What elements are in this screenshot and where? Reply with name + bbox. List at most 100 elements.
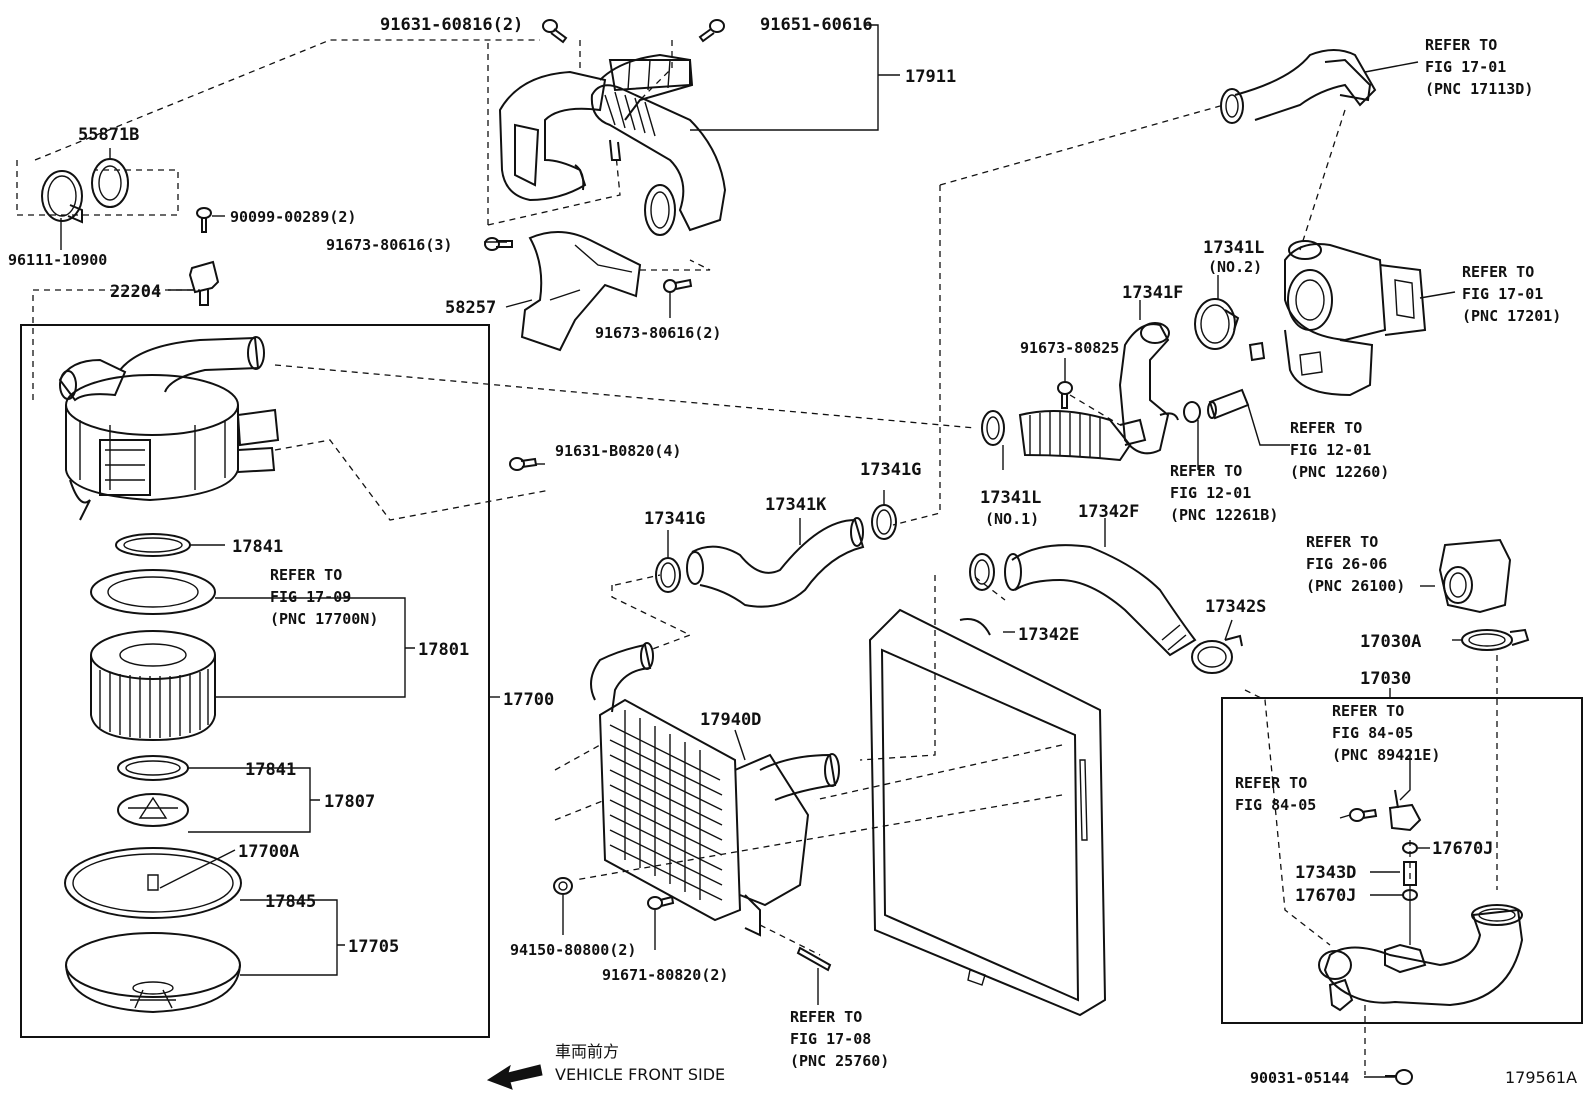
hose-17341k [686, 517, 865, 608]
label-17341l-no1-sub: (NO.1) [985, 510, 1039, 528]
refer-1201b-l2: FIG 12-01 [1170, 484, 1251, 502]
label-17343d: 17343D [1295, 863, 1356, 883]
refer-1708-l1: REFER TO [790, 1008, 862, 1026]
label-17845: 17845 [265, 892, 316, 912]
bolt-91673-80616-2 [663, 278, 693, 293]
front-marker-english: VEHICLE FRONT SIDE [555, 1065, 725, 1084]
bolt-91671 [647, 895, 675, 910]
air-cleaner-group-box [20, 324, 490, 1038]
intake-pipe-17030 [1318, 904, 1524, 1012]
label-94150: 94150-80800(2) [510, 941, 636, 959]
clamp-17341l-no2 [1194, 298, 1240, 350]
label-91631-b0820: 91631-B0820(4) [555, 442, 681, 460]
refer-2606-l1: REFER TO [1306, 533, 1378, 551]
refer-1708-l3: (PNC 25760) [790, 1052, 889, 1070]
label-17342f: 17342F [1078, 502, 1139, 522]
bolt-91673-80825 [1057, 381, 1073, 409]
filter-seal-plate [90, 569, 216, 615]
refer-1201a-l2: FIG 12-01 [1290, 441, 1371, 459]
label-17841-lower: 17841 [245, 760, 296, 780]
label-17700a: 17700A [238, 842, 299, 862]
dash-cleaner-to-hose [274, 364, 976, 429]
outlet-pipe-17113d [1220, 49, 1377, 124]
refer-2606-l3: (PNC 26100) [1306, 577, 1405, 595]
label-17700: 17700 [503, 690, 554, 710]
label-22204: 22204 [110, 282, 161, 302]
refer-1701b-l2: FIG 17-01 [1462, 285, 1543, 303]
bolt-91651-60616 [698, 19, 725, 43]
label-17670j-upper: 17670J [1432, 839, 1493, 859]
label-17670j-lower: 17670J [1295, 886, 1356, 906]
refer-1201b-l1: REFER TO [1170, 462, 1242, 480]
label-17341g-left: 17341G [644, 509, 705, 529]
refer-1201a-l3: (PNC 12260) [1290, 463, 1389, 481]
refer-1701b-l3: (PNC 17201) [1462, 307, 1561, 325]
hose-17343d [1403, 861, 1417, 886]
label-17801: 17801 [418, 640, 469, 660]
label-96111: 96111-10900 [8, 251, 107, 269]
dash-22204-link [32, 289, 200, 400]
pipe-group-box-17030 [1221, 697, 1583, 1024]
refer-8405a-l3: (PNC 89421E) [1332, 746, 1440, 764]
pipe-17341f [1118, 322, 1179, 455]
air-guide-58257 [520, 230, 642, 352]
refer-1708-l2: FIG 17-08 [790, 1030, 871, 1048]
bolt-91631-60816 [542, 19, 568, 44]
hose-bellows [1018, 410, 1147, 462]
label-17341l-no2-sub: (NO.2) [1208, 258, 1262, 276]
refer-1201a-l1: REFER TO [1290, 419, 1362, 437]
valve-assembly [117, 793, 189, 827]
sensor-22204 [168, 260, 220, 306]
label-91651-60616: 91651-60616 [760, 15, 873, 35]
hose-12260 [1207, 388, 1250, 420]
radiator [868, 608, 1107, 1017]
vsv-sensor-89421e [1388, 789, 1422, 832]
clamp-96111 [41, 170, 83, 224]
refer-8405b-l2: FIG 84-05 [1235, 796, 1316, 814]
bolt-90031 [1385, 1069, 1413, 1085]
vehicle-front-marker: 車両前方 VEHICLE FRONT SIDE [486, 1042, 725, 1090]
label-17342e: 17342E [1018, 625, 1079, 645]
diagram-id-code: 179561A [1505, 1068, 1577, 1087]
label-91631-60816: 91631-60816(2) [380, 15, 523, 35]
air-filter-element [90, 630, 216, 742]
label-55871b: 55871B [78, 125, 139, 145]
refer-8405a-l1: REFER TO [1332, 702, 1404, 720]
bottom-cap [65, 932, 241, 1014]
label-90031: 90031-05144 [1250, 1069, 1349, 1087]
refer-8405b-l1: REFER TO [1235, 774, 1307, 792]
label-17030: 17030 [1360, 669, 1411, 689]
clamp-17341g-right [871, 504, 897, 540]
refer-1709-l3: (PNC 17700N) [270, 610, 378, 628]
gasket-lower [117, 755, 189, 781]
refer-1701b-l1: REFER TO [1462, 263, 1534, 281]
refer-1701a-l3: (PNC 17113D) [1425, 80, 1533, 98]
label-17341l-no1: 17341L [980, 488, 1041, 508]
air-cleaner-case [58, 336, 280, 521]
label-17342s: 17342S [1205, 597, 1266, 617]
leader-lines [60, 61, 1462, 1078]
arrow-left-icon [486, 1064, 543, 1090]
bolt-91673-80616-3 [484, 237, 513, 251]
label-58257: 58257 [445, 298, 496, 318]
sensor-small [1248, 341, 1266, 362]
label-91671: 91671-80820(2) [602, 966, 728, 984]
radiator-hose-refer [796, 946, 832, 972]
label-90099: 90099-00289(2) [230, 208, 356, 226]
hose-17342f [1004, 544, 1197, 657]
clamp-17342s [1191, 634, 1243, 674]
label-17341g-right: 17341G [860, 460, 921, 480]
bolt-90099 [196, 207, 212, 233]
label-17705: 17705 [348, 937, 399, 957]
label-91673-3: 91673-80616(3) [326, 236, 452, 254]
nut-94150 [553, 877, 573, 895]
intercooler-17940d [590, 642, 840, 937]
label-91673-80825: 91673-80825 [1020, 339, 1119, 357]
bolt-91631-b0820 [509, 457, 538, 471]
refer-1709-l2: FIG 17-09 [270, 588, 351, 606]
throttle-body-26100 [1438, 538, 1512, 614]
ring-55871b [91, 158, 129, 208]
clamp-small [1183, 401, 1201, 423]
refer-8405a-l2: FIG 84-05 [1332, 724, 1413, 742]
